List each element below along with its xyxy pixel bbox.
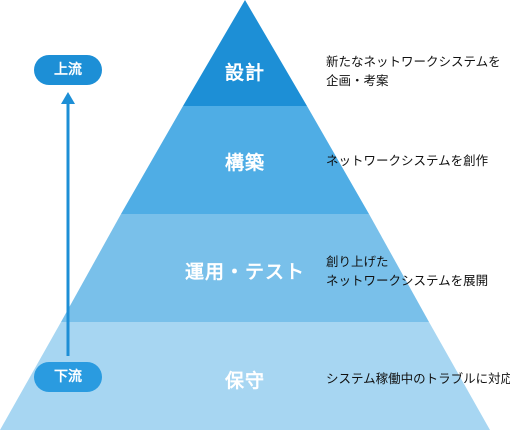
tier-design-band <box>183 0 307 106</box>
tier-label-operation: 運用・テスト <box>184 261 305 283</box>
upstream-badge: 上流 <box>34 55 102 85</box>
tier-description-maintenance: システム稼働中のトラブルに対応 <box>326 369 510 388</box>
description-line: システム稼働中のトラブルに対応 <box>326 371 510 386</box>
downstream-badge: 下流 <box>34 362 102 392</box>
tier-build-band <box>121 106 369 214</box>
tier-description-build: ネットワークシステムを創作 <box>326 151 488 170</box>
description-line: ネットワークシステムを展開 <box>326 273 489 288</box>
description-line: 新たなネットワークシステムを <box>326 54 501 69</box>
tier-description-operation: 創り上げた ネットワークシステムを展開 <box>326 252 488 290</box>
tier-description-design: 新たなネットワークシステムを 企画・考案 <box>326 52 501 90</box>
tier-label-design: 設計 <box>224 62 265 84</box>
description-line: 企画・考案 <box>326 73 389 88</box>
flow-arrow-head <box>61 92 75 104</box>
tier-maintenance-band <box>0 322 490 430</box>
tier-label-build: 構築 <box>224 152 265 174</box>
description-line: ネットワークシステムを創作 <box>326 153 489 168</box>
tier-operation-band <box>61 214 429 322</box>
tier-label-maintenance: 保守 <box>224 370 265 392</box>
description-line: 創り上げた <box>326 254 389 269</box>
